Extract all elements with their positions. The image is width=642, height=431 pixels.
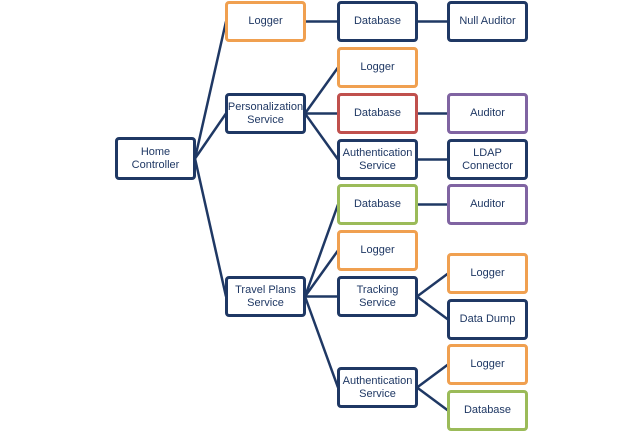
node-ldap-connector: LDAP Connector	[447, 139, 528, 180]
node-null-auditor: Null Auditor	[447, 1, 528, 42]
edge-auth2-logger5	[416, 363, 449, 389]
edge-travel-logger3	[303, 249, 340, 298]
node-database: Database	[337, 184, 418, 225]
node-authentication-service: Authentication Service	[337, 139, 418, 180]
edge-tracking-logger4	[416, 272, 449, 298]
node-travel-plans-service: Travel Plans Service	[225, 276, 306, 317]
node-database: Database	[337, 1, 418, 42]
node-home-controller: Home Controller	[115, 137, 196, 180]
edge-travel-auth2	[303, 296, 340, 388]
node-database: Database	[447, 390, 528, 431]
edge-personalization-logger2	[303, 66, 340, 115]
node-authentication-service: Authentication Service	[337, 367, 418, 408]
node-tracking-service: Tracking Service	[337, 276, 418, 317]
edge-home-personalization	[193, 112, 228, 160]
node-logger: Logger	[337, 230, 418, 271]
edge-personalization-auth1	[303, 112, 340, 161]
node-data-dump: Data Dump	[447, 299, 528, 340]
edge-travel-db3	[303, 204, 340, 297]
edge-home-travel	[193, 158, 228, 297]
node-logger: Logger	[225, 1, 306, 42]
edge-auth2-db4	[416, 386, 449, 412]
node-logger: Logger	[447, 253, 528, 294]
edge-home-logger1	[193, 21, 228, 159]
node-database: Database	[337, 93, 418, 134]
node-logger: Logger	[337, 47, 418, 88]
node-auditor: Auditor	[447, 184, 528, 225]
node-auditor: Auditor	[447, 93, 528, 134]
node-personalization-service: Personalization Service	[225, 93, 306, 134]
node-logger: Logger	[447, 344, 528, 385]
edge-tracking-datadump	[416, 295, 449, 321]
